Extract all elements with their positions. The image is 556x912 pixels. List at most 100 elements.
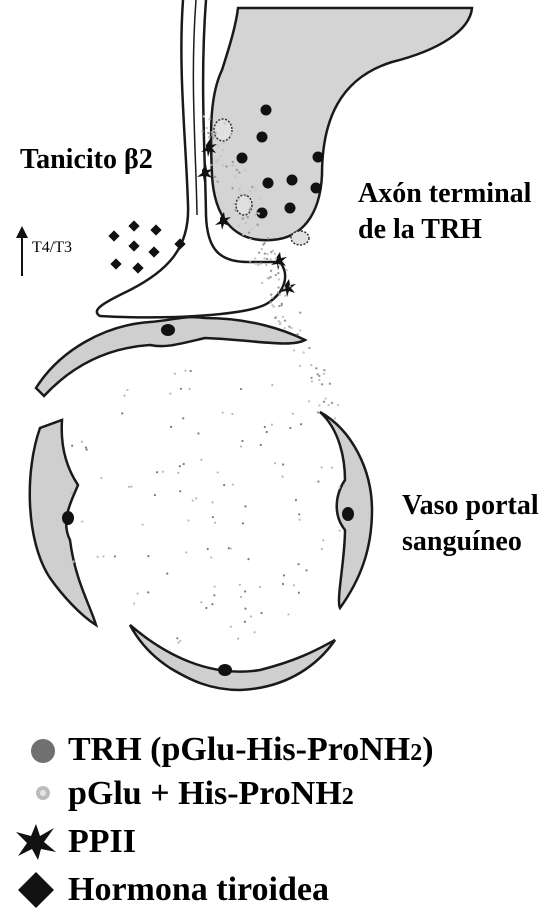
trh-granule <box>313 152 324 163</box>
legend-text-pglu: pGlu + His-ProNH2 <box>68 772 354 819</box>
peptide-dot <box>240 596 242 598</box>
peptide-dot <box>277 286 279 288</box>
peptide-dot <box>263 242 265 244</box>
peptide-dot <box>195 497 197 499</box>
peptide-dot <box>288 326 290 328</box>
peptide-dot <box>284 320 286 322</box>
peptide-dot <box>285 269 287 271</box>
peptide-dot <box>337 404 339 406</box>
peptide-dot <box>327 404 329 406</box>
peptide-dot <box>281 476 283 478</box>
peptide-dot <box>254 214 256 216</box>
peptide-dot <box>282 583 284 585</box>
label-vaso-line2: sanguíneo <box>402 524 539 560</box>
peptide-dot <box>176 637 178 639</box>
arrow-up-icon <box>16 226 28 276</box>
peptide-dot <box>270 270 272 272</box>
peptide-dot <box>249 190 251 192</box>
peptide-dot <box>343 484 345 486</box>
peptide-dot <box>259 197 261 199</box>
peptide-dot <box>299 519 301 521</box>
trh-granule <box>287 175 298 186</box>
peptide-dot <box>238 225 240 227</box>
peptide-dot <box>247 558 249 560</box>
peptide-dot <box>85 446 87 448</box>
peptide-dot <box>284 327 286 329</box>
peptide-dot <box>205 607 207 609</box>
peptide-dot <box>310 364 312 366</box>
peptide-dot <box>271 384 273 386</box>
peptide-dot <box>277 320 279 322</box>
peptide-dot <box>81 441 83 443</box>
thyroid-hormone <box>128 220 139 231</box>
peptide-dot <box>212 516 214 518</box>
peptide-dot <box>228 547 230 549</box>
endothelial-cell-left <box>30 420 96 625</box>
peptide-dot <box>254 257 256 259</box>
peptide-dot <box>141 524 143 526</box>
peptide-dot <box>331 402 333 404</box>
legend-row-ppii: PPII <box>0 820 556 864</box>
peptide-dot <box>323 369 325 371</box>
peptide-dot <box>270 251 272 253</box>
legend-text-ppii: PPII <box>68 820 136 864</box>
peptide-dot <box>315 367 317 369</box>
peptide-dot <box>322 539 324 541</box>
peptide-dot <box>242 522 244 524</box>
peptide-dot <box>318 379 320 381</box>
peptide-dot <box>236 169 238 171</box>
peptide-dot <box>86 448 88 450</box>
legend-row-hormona: Hormona tiroidea <box>0 868 556 912</box>
peptide-dot <box>256 212 258 214</box>
peptide-dot <box>282 316 284 318</box>
peptide-dot <box>217 159 219 161</box>
peptide-dot <box>244 505 246 507</box>
peptide-dot <box>299 311 301 313</box>
peptide-dot <box>253 631 255 633</box>
label-vaso-line1: Vaso portal <box>402 488 539 524</box>
peptide-dot <box>282 463 284 465</box>
peptide-dot <box>263 257 265 259</box>
trh-granule <box>237 153 248 164</box>
peptide-dot <box>240 445 242 447</box>
peptide-dot <box>123 394 125 396</box>
peptide-dot <box>266 258 268 260</box>
peptide-dot <box>251 186 253 188</box>
peptide-dot <box>267 277 269 279</box>
peptide-dot <box>237 638 239 640</box>
peptide-dot <box>299 329 301 331</box>
peptide-dot <box>245 194 247 196</box>
peptide-dot <box>232 483 234 485</box>
peptide-dot <box>201 130 203 132</box>
peptide-dot <box>239 193 241 195</box>
peptide-dot <box>250 228 252 230</box>
peptide-dot <box>232 161 234 163</box>
thyroid-hormone <box>128 240 139 251</box>
peptide-dot <box>274 317 276 319</box>
peptide-dot <box>248 231 250 233</box>
peptide-dot <box>102 555 104 557</box>
peptide-dot <box>266 253 268 255</box>
peptide-dot <box>147 591 149 593</box>
peptide-dot <box>273 305 275 307</box>
peptide-dot <box>299 365 301 367</box>
peptide-dot <box>338 487 340 489</box>
peptide-dot <box>216 180 218 182</box>
peptide-dot <box>179 465 181 467</box>
peptide-dot <box>97 556 99 558</box>
peptide-dot <box>316 373 318 375</box>
peptide-dot <box>321 383 323 385</box>
peptide-dot <box>321 548 323 550</box>
label-axon-line2: de la TRH <box>358 212 531 248</box>
peptide-dot <box>238 198 240 200</box>
peptide-dot <box>214 176 216 178</box>
peptide-dot <box>278 305 280 307</box>
peptide-dot <box>133 602 135 604</box>
thyroid-hormone <box>110 258 121 269</box>
peptide-dot <box>278 278 280 280</box>
peptide-dot <box>250 615 252 617</box>
peptide-dot <box>242 233 244 235</box>
release-vesicle <box>291 231 309 245</box>
trh-granule <box>261 105 272 116</box>
peptide-dot <box>245 222 247 224</box>
